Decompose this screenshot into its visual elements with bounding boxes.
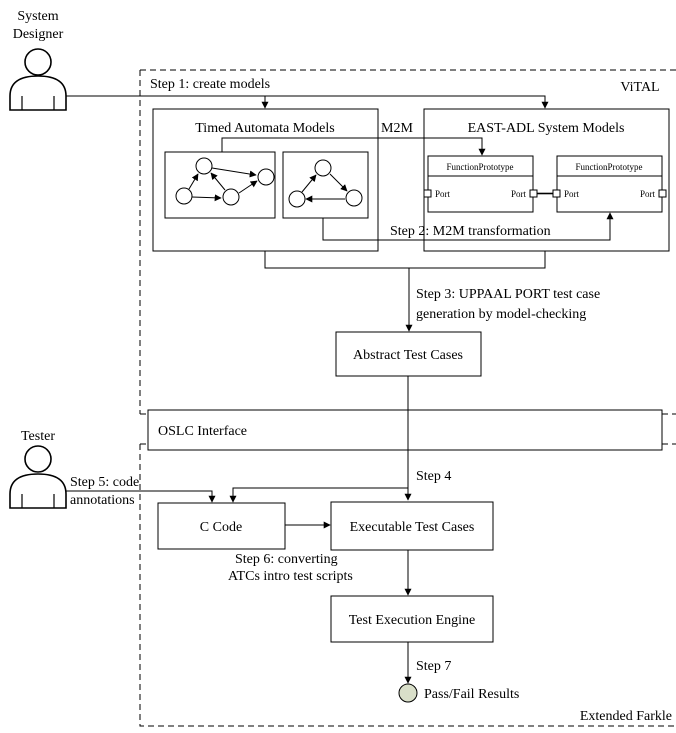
executable-test-cases-box (330, 501, 494, 551)
system-designer-icon (9, 48, 67, 111)
vital-region-border (139, 69, 676, 415)
step5-branch (229, 487, 408, 503)
step3-label-1: Step 3: UPPAAL PORT test case (416, 287, 600, 302)
pass-fail-results-circle (398, 683, 418, 703)
function-prototype-2-port-right: Port (640, 189, 656, 199)
test-execution-engine-box (330, 595, 494, 643)
farkle-region-label: Extended Farkle (580, 709, 672, 724)
system-designer-label-1: System (17, 9, 58, 24)
c-code-label: C Code (200, 520, 242, 535)
timed-automata-models-title: Timed Automata Models (195, 121, 335, 136)
oslc-interface-box (147, 409, 663, 451)
m2m-label: M2M (381, 121, 413, 136)
tester-icon (9, 445, 67, 509)
abstract-test-cases-label: Abstract Test Cases (353, 348, 463, 363)
tester-label: Tester (21, 429, 55, 444)
pass-fail-results-label: Pass/Fail Results (424, 687, 519, 702)
step2-arrow (322, 212, 614, 241)
step3-label-2: generation by model-checking (416, 307, 586, 322)
step7-label: Step 7 (416, 659, 451, 674)
step6-label-1: Step 6: converting (235, 552, 338, 567)
executable-test-cases-label: Executable Test Cases (350, 520, 475, 535)
step1-arrow (66, 95, 549, 109)
oslc-interface-label: OSLC Interface (158, 424, 247, 439)
automaton-graph-1 (164, 151, 276, 219)
east-adl-models-title: EAST-ADL System Models (468, 121, 625, 136)
farkle-region-border (139, 443, 676, 727)
function-prototype-1 (423, 155, 538, 213)
m2m-arrow (221, 137, 486, 156)
function-prototype-1-label: FunctionPrototype (447, 162, 514, 172)
step6-label-2: ATCs intro test scripts (228, 569, 353, 584)
function-prototype-1-port-right: Port (511, 189, 527, 199)
vital-region-label: ViTAL (620, 80, 659, 95)
step2-label: Step 2: M2M transformation (390, 224, 551, 239)
function-prototype-2 (552, 155, 667, 213)
system-designer-label-2: Designer (13, 27, 64, 42)
automaton-graph-2 (282, 151, 369, 219)
function-prototype-2-port-left: Port (564, 189, 580, 199)
function-prototype-1-port-left: Port (435, 189, 451, 199)
step3-merge-line (264, 251, 546, 269)
test-execution-engine-label: Test Execution Engine (349, 613, 476, 628)
step5-arrow (66, 490, 216, 503)
step1-label: Step 1: create models (150, 77, 270, 92)
step5-label-2: annotations (70, 493, 135, 508)
step5-label-1: Step 5: code (70, 475, 139, 490)
abstract-test-cases-box (335, 331, 482, 377)
step4-label: Step 4 (416, 469, 451, 484)
function-prototype-2-label: FunctionPrototype (576, 162, 643, 172)
c-code-box (157, 502, 286, 550)
